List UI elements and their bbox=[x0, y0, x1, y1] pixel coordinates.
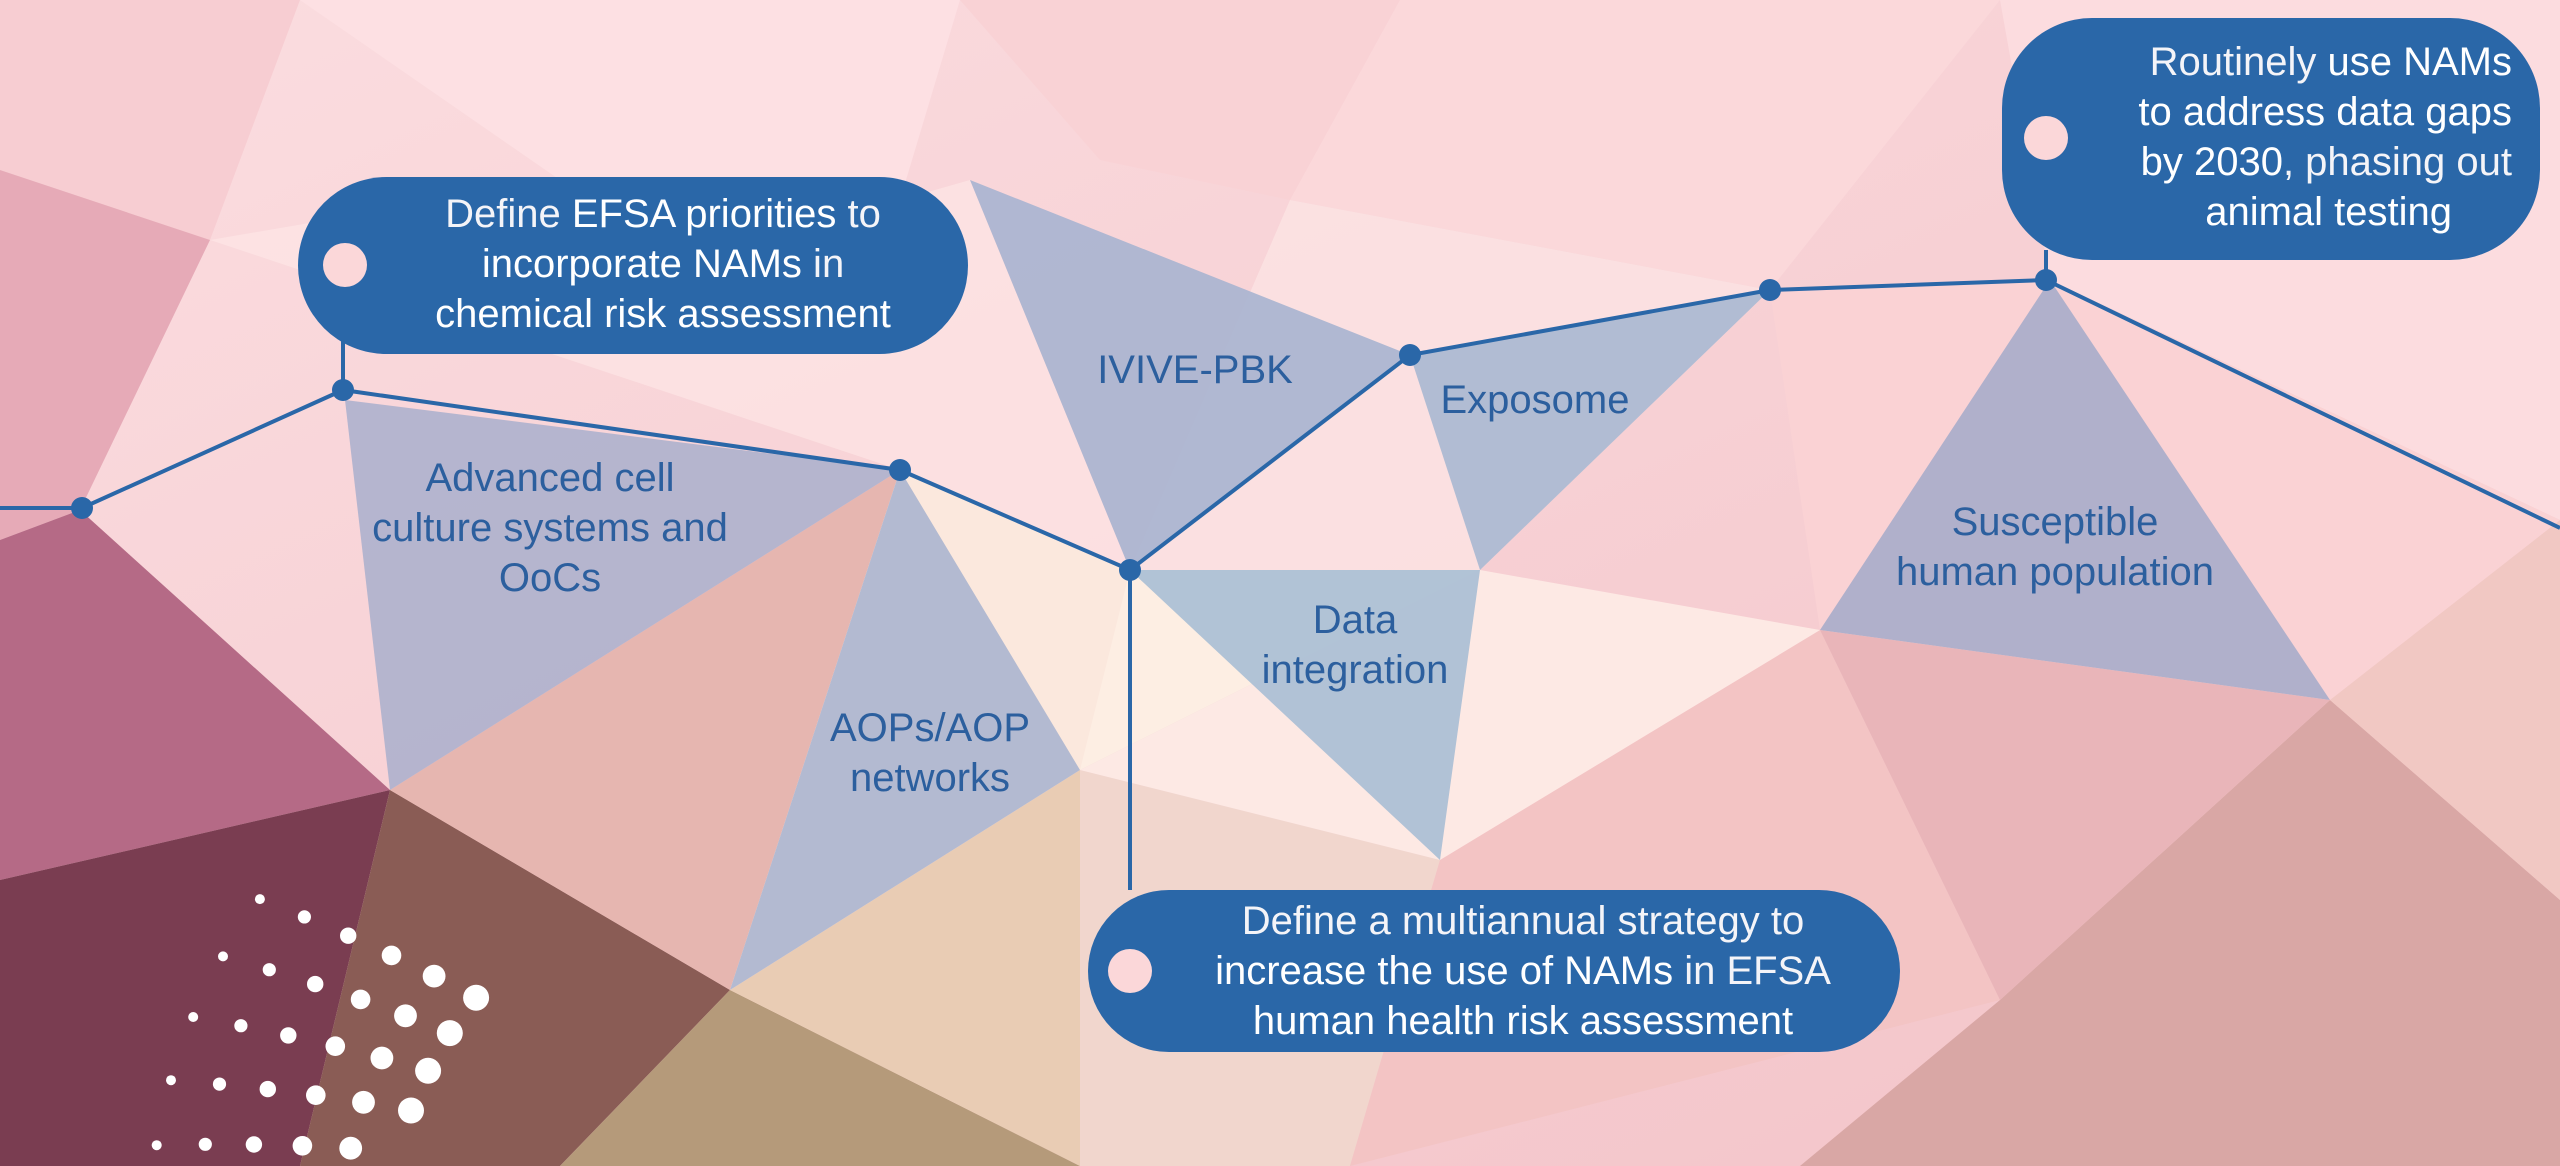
decorative-dot bbox=[415, 1057, 442, 1084]
bullet-dot bbox=[1108, 949, 1152, 993]
topic-exposome: Exposome bbox=[1440, 378, 1630, 422]
decorative-dot bbox=[234, 1019, 248, 1033]
decorative-dot bbox=[262, 963, 276, 977]
topic-advanced-cell-culture: Advanced cell culture systems and OoCs bbox=[372, 456, 728, 600]
topic-aops: AOPs/AOP networks bbox=[829, 706, 1031, 800]
decorative-dot bbox=[280, 1027, 297, 1044]
topic-susceptible-population: Susceptible human population bbox=[1895, 500, 2215, 594]
decorative-dot bbox=[212, 1077, 227, 1091]
goal-efsa-priorities: Define EFSA priorities to incorporate NA… bbox=[298, 177, 968, 354]
decorative-dot bbox=[339, 1136, 363, 1160]
decorative-dot bbox=[218, 951, 228, 962]
decorative-dot bbox=[188, 1012, 199, 1022]
decorative-dot bbox=[422, 964, 446, 988]
decorative-dot bbox=[151, 1140, 162, 1151]
bullet-dot bbox=[323, 243, 367, 287]
decorative-dot bbox=[370, 1046, 394, 1070]
decorative-dot bbox=[352, 1090, 375, 1114]
decorative-dot bbox=[398, 1097, 424, 1124]
decorative-dot bbox=[198, 1137, 212, 1151]
decorative-dot bbox=[307, 975, 324, 993]
decorative-dot bbox=[350, 989, 371, 1010]
decorative-dot bbox=[297, 910, 311, 924]
decorative-dot bbox=[292, 1136, 313, 1156]
goal-multiannual-strategy: Define a multiannual strategy to increas… bbox=[1088, 890, 1900, 1052]
decorative-dot bbox=[259, 1080, 276, 1098]
topic-ivive-pbk: IVIVE-PBK bbox=[1097, 348, 1293, 392]
decorative-dots bbox=[151, 894, 490, 1160]
decorative-dot bbox=[463, 984, 490, 1011]
decorative-dot bbox=[381, 945, 402, 966]
decorative-dot bbox=[166, 1075, 176, 1086]
bullet-dot bbox=[2024, 116, 2068, 160]
topic-data-integration: Data integration bbox=[1261, 598, 1449, 692]
decorative-dot bbox=[254, 894, 265, 905]
decorative-dot bbox=[325, 1036, 346, 1056]
goal-routinely-use-nams: Routinely use NAMs to address data gaps … bbox=[2002, 18, 2540, 260]
decorative-dot bbox=[245, 1136, 263, 1153]
decorative-dot bbox=[340, 927, 357, 944]
decorative-dot bbox=[394, 1004, 417, 1028]
decorative-dot bbox=[306, 1085, 326, 1105]
decorative-dot bbox=[436, 1020, 463, 1047]
